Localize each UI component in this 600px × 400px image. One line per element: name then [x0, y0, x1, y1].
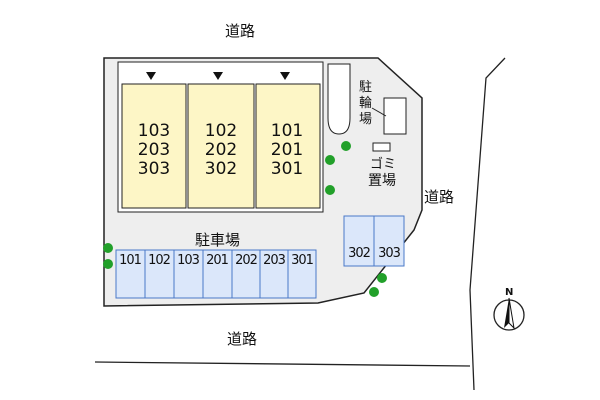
parking-slot-label: 203 [263, 253, 286, 268]
road-edge-right [469, 57, 506, 391]
unit-numbers-103-column: 103 203 303 [121, 122, 187, 179]
trees [103, 141, 387, 297]
entrance-arrow-icon [213, 72, 223, 80]
unit-number: 301 [270, 159, 304, 179]
road-label-top: 道路 [225, 22, 256, 40]
side-parking-slot-label: 303 [378, 246, 401, 261]
entrance-arrow-icon [280, 72, 290, 80]
bike-parking-pointer [371, 107, 387, 117]
unit-number: 202 [204, 140, 238, 160]
side-parking-slots [343, 215, 405, 267]
unit-number: 103 [137, 121, 171, 141]
building-unit-103 [121, 83, 187, 209]
side-parking-slot-label: 302 [348, 246, 371, 261]
garbage-label-line2: 置場 [368, 173, 396, 189]
road-edge-bottom [94, 361, 471, 367]
unit-number: 303 [137, 159, 171, 179]
garbage-box [372, 142, 391, 152]
unit-number: 102 [204, 121, 238, 141]
building-unit-101 [255, 83, 321, 209]
parking-slot-label: 301 [291, 253, 314, 268]
unit-number: 101 [270, 121, 304, 141]
unit-number: 201 [270, 140, 304, 160]
road-label-right: 道路 [424, 188, 455, 206]
parking-slot-label: 103 [177, 253, 200, 268]
garbage-label-line1: ゴミ [370, 157, 397, 172]
road-label-bottom: 道路 [227, 330, 258, 348]
compass-icon [493, 297, 525, 331]
parking-slot-label: 102 [148, 253, 171, 268]
unit-numbers-101-column: 101 201 301 [254, 122, 320, 179]
compass-north-label: N [505, 287, 514, 298]
unit-numbers-102-column: 102 202 302 [188, 122, 254, 179]
parking-slot-label: 201 [206, 253, 229, 268]
parking-slot-label: 202 [235, 253, 258, 268]
unit-number: 203 [137, 140, 171, 160]
parking-slots [115, 249, 317, 299]
parking-slot-label: 101 [119, 253, 142, 268]
parking-label: 駐車場 [195, 231, 241, 249]
walkway [327, 63, 351, 135]
entrance-arrow-icon [146, 72, 156, 80]
unit-number: 302 [204, 159, 238, 179]
bike-parking-label: 駐 輪 場 [359, 80, 373, 127]
building-unit-102 [187, 83, 255, 209]
bike-parking-box [383, 97, 407, 135]
